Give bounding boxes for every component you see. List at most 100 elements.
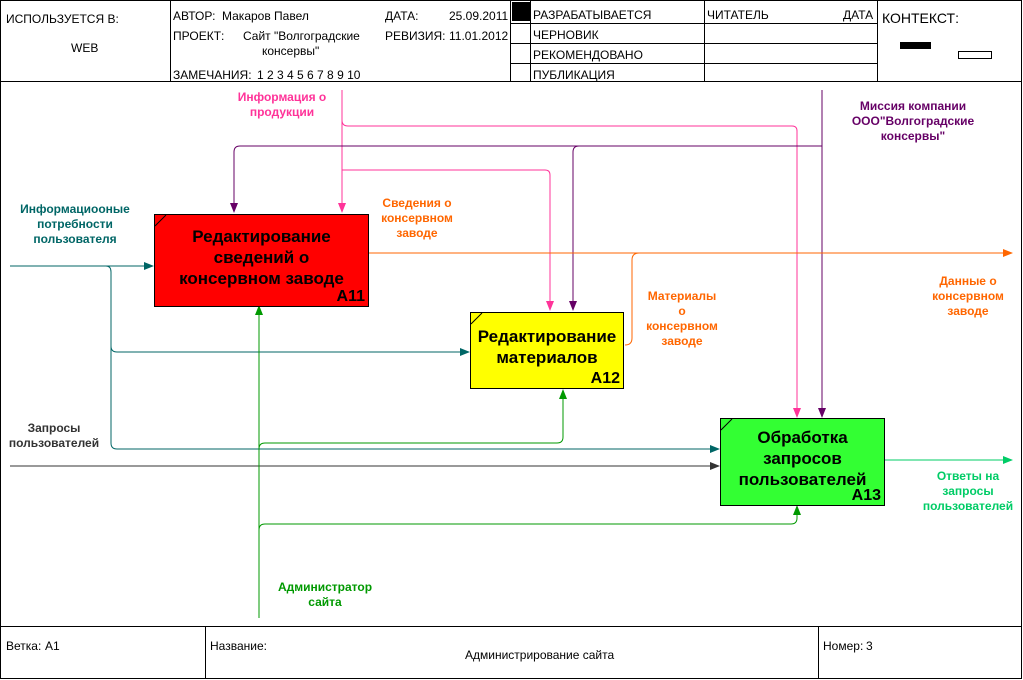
activity-title-line: Редактирование [477, 327, 617, 346]
context-sibling-marker [958, 51, 992, 59]
box-corner-mark [155, 215, 167, 227]
reader-date-label: ДАТА [843, 8, 874, 22]
label-line: пользователей [8, 436, 100, 450]
label-line: заводе [396, 226, 438, 240]
header-row-line [510, 43, 877, 44]
label-line: о [678, 304, 686, 318]
status-publication: ПУБЛИКАЦИЯ [533, 68, 615, 82]
activity-title-line: запросов [763, 449, 842, 468]
revision-value: 11.01.2012 [449, 29, 509, 43]
label-line: Запросы [27, 421, 81, 435]
label-line: консервном [381, 211, 453, 225]
footer-divider [205, 626, 206, 679]
activity-number: A13 [851, 487, 881, 504]
activity-title-line: материалов [496, 348, 598, 367]
project-value-line1: Сайт "Волгоградские [243, 29, 360, 43]
label-info-products: Информация о продукции [222, 90, 342, 120]
branch-label: Ветка: [6, 639, 42, 653]
activity-title-line: сведений о [213, 248, 310, 267]
activity-title-line: пользователей [738, 470, 867, 489]
header-divider [510, 0, 511, 81]
activity-title: Обработка запросов пользователей [721, 427, 884, 490]
date-value: 25.09.2011 [449, 9, 509, 23]
label-line: запросы [942, 484, 994, 498]
label-line: заводе [661, 334, 703, 348]
header-divider [877, 0, 878, 81]
label-line: потребности [37, 217, 113, 231]
branch-value: A1 [45, 639, 60, 653]
label-line: продукции [249, 105, 315, 119]
label-line: Сведения о [382, 196, 452, 210]
arrow-plant-data [369, 249, 1013, 346]
name-label: Название: [210, 639, 267, 653]
label-line: Информация о [237, 90, 327, 104]
label-line: Информациооные [20, 202, 130, 216]
notes-value: 1 2 3 4 5 6 7 8 9 10 [257, 68, 361, 82]
header-divider [170, 0, 171, 81]
footer-top-line [0, 626, 1022, 627]
label-line: заводе [947, 304, 989, 318]
arrow-info-needs [10, 262, 720, 453]
activity-box-a11[interactable]: Редактирование сведений о консервном зав… [154, 214, 369, 307]
header-bottom-line [0, 81, 1022, 82]
activity-number: A12 [590, 370, 620, 387]
activity-title-line: консервном заводе [179, 269, 344, 288]
header-row-line [510, 23, 877, 24]
context-current-marker [900, 42, 931, 49]
activity-title-line: Редактирование [192, 227, 331, 246]
header-divider [704, 0, 705, 81]
label-user-requests: Запросы пользователей [2, 421, 106, 451]
label-admin: Администратор сайта [265, 580, 385, 610]
number-value: 3 [866, 639, 873, 653]
status-marker [512, 2, 530, 21]
project-value-line2: консервы" [262, 44, 320, 58]
label-materials: Материалы о консервном заводе [632, 289, 732, 349]
label-info-needs: Информациооные потребности пользователя [12, 202, 138, 247]
reader-label: ЧИТАТЕЛЬ [707, 8, 769, 22]
label-line: Данные о [939, 274, 997, 288]
label-line: консервном [646, 319, 718, 333]
activity-box-a12[interactable]: Редактирование материалов A12 [470, 312, 624, 389]
status-developing: РАЗРАБАТЫВАЕТСЯ [533, 8, 652, 22]
label-line: ООО"Волгоградские [851, 114, 975, 128]
label-line: пользователей [922, 499, 1014, 513]
label-line: консервном [932, 289, 1004, 303]
label-line: консервы" [880, 129, 946, 143]
header-row-line [510, 63, 877, 64]
status-draft: ЧЕРНОВИК [533, 28, 599, 42]
project-label: ПРОЕКТ: [173, 29, 225, 43]
author-label: АВТОР: [173, 9, 216, 23]
status-recommended: РЕКОМЕНДОВАНО [533, 48, 643, 62]
activity-title: Редактирование сведений о консервном зав… [155, 226, 368, 289]
activity-box-a13[interactable]: Обработка запросов пользователей A13 [720, 418, 885, 506]
label-line: пользователя [33, 232, 117, 246]
header-divider [530, 0, 531, 81]
used-in-label: ИСПОЛЬЗУЕТСЯ В: [6, 12, 119, 26]
label-line: Миссия компании [859, 99, 967, 113]
label-answers: Ответы на запросы пользователей [913, 469, 1023, 514]
label-line: сайта [308, 595, 342, 609]
label-line: Материалы [647, 289, 717, 303]
used-in-value: WEB [71, 41, 99, 55]
box-corner-mark [471, 313, 483, 325]
arrow-admin [255, 305, 801, 618]
activity-title-line: Обработка [757, 428, 848, 447]
label-line: Администратор [277, 580, 373, 594]
notes-label: ЗАМЕЧАНИЯ: [173, 68, 252, 82]
activity-number: A11 [336, 288, 365, 305]
label-plant-info: Сведения о консервном заводе [367, 196, 467, 241]
arrow-info-products [338, 90, 801, 418]
label-mission: Миссия компании ООО"Волгоградские консер… [838, 99, 988, 144]
number-label: Номер: [823, 639, 864, 653]
diagram-name: Администрирование сайта [465, 648, 615, 662]
revision-label: РЕВИЗИЯ: [385, 29, 446, 43]
context-label: КОНТЕКСТ: [882, 10, 959, 26]
label-line: Ответы на [936, 469, 1000, 483]
box-corner-mark [721, 419, 733, 431]
activity-title: Редактирование материалов [471, 326, 623, 368]
footer-divider [818, 626, 819, 679]
date-label: ДАТА: [385, 9, 419, 23]
author-value: Макаров Павел [222, 9, 309, 23]
